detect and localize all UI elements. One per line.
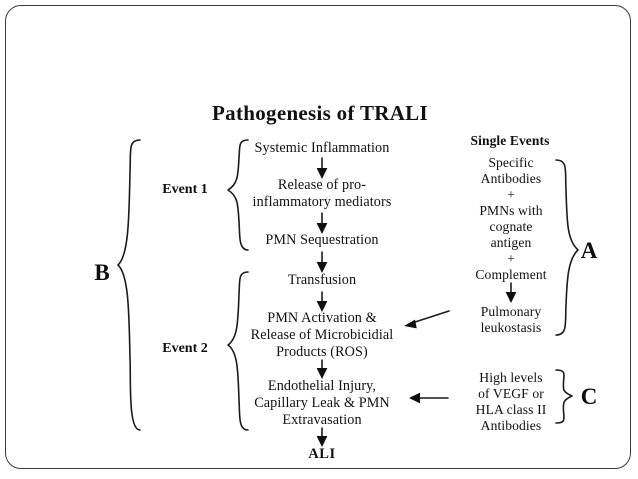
node-ali: ALI	[308, 446, 336, 462]
brace-label-c: C	[580, 384, 598, 409]
brace-label-event-2: Event 2	[162, 341, 208, 356]
node-specific-antibodies: Specific Antibodies + PMNs with cognate …	[475, 155, 547, 283]
node-pulmonary-leukostasis: Pulmonary leukostasis	[480, 304, 542, 336]
brace-label-event-1: Event 1	[162, 182, 208, 197]
node-transfusion: Transfusion	[287, 272, 357, 288]
single-events-heading: Single Events	[470, 133, 550, 148]
node-pmn-sequestration: PMN Sequestration	[265, 232, 379, 248]
brace-label-a: A	[580, 238, 598, 263]
node-release-mediators: Release of pro- inflammatory mediators	[252, 177, 392, 210]
slide-border-frame	[5, 5, 631, 469]
brace-label-b: B	[94, 260, 110, 285]
page-title: Pathogenesis of TRALI	[212, 101, 428, 125]
node-systemic-inflammation: Systemic Inflammation	[254, 140, 390, 156]
node-endothelial-injury: Endothelial Injury, Capillary Leak & PMN…	[254, 378, 390, 428]
node-vegf-hla-antibodies: High levels of VEGF or HLA class II Anti…	[475, 370, 547, 434]
node-pmn-activation: PMN Activation & Release of Microbicidia…	[250, 310, 394, 360]
